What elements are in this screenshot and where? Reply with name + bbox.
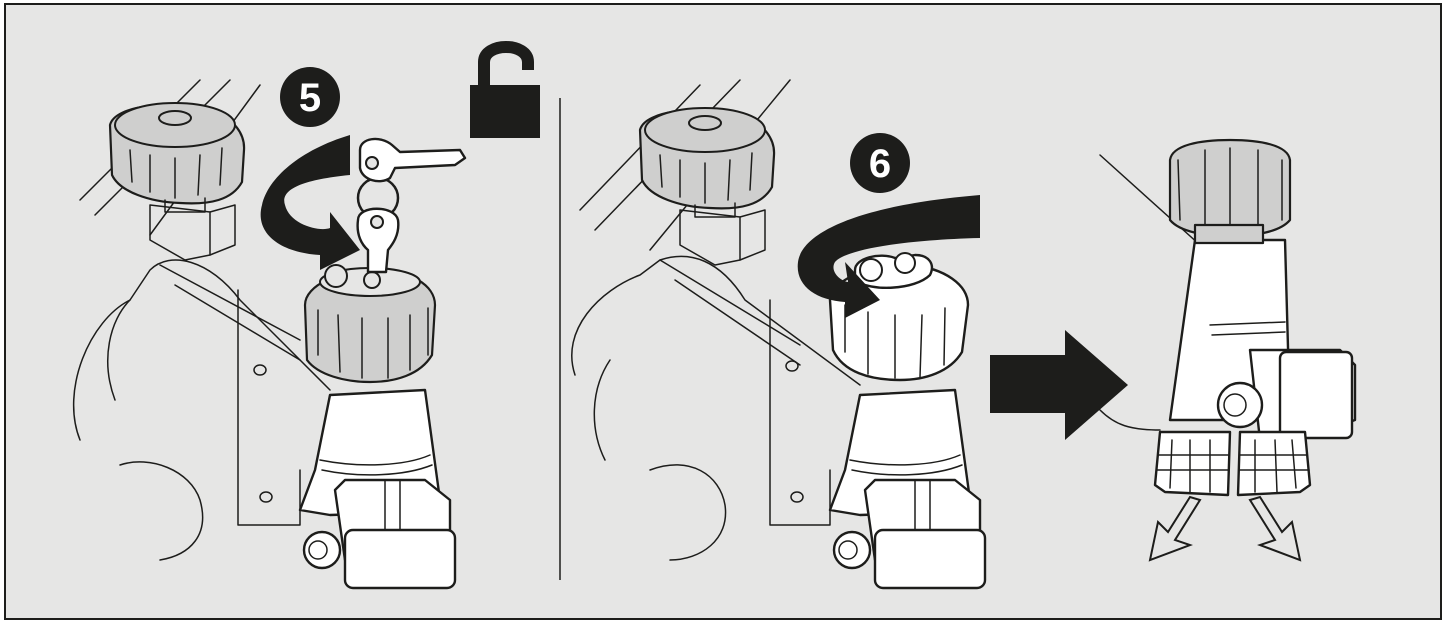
key-set	[358, 139, 465, 272]
right-arrow-icon	[990, 330, 1128, 440]
drain-arrow-left	[1150, 497, 1200, 560]
open-padlock-icon	[470, 47, 540, 138]
panel-left-illustration: 5	[74, 47, 540, 588]
clamp-lever	[345, 530, 455, 588]
step-6-number: 6	[869, 142, 891, 186]
drain-arrow-right	[1250, 497, 1300, 560]
rotate-arrow-left	[261, 135, 360, 270]
panel-right-illustration: 6	[572, 80, 1355, 588]
detached-cap	[1100, 140, 1355, 560]
step-5-number: 5	[299, 76, 321, 120]
